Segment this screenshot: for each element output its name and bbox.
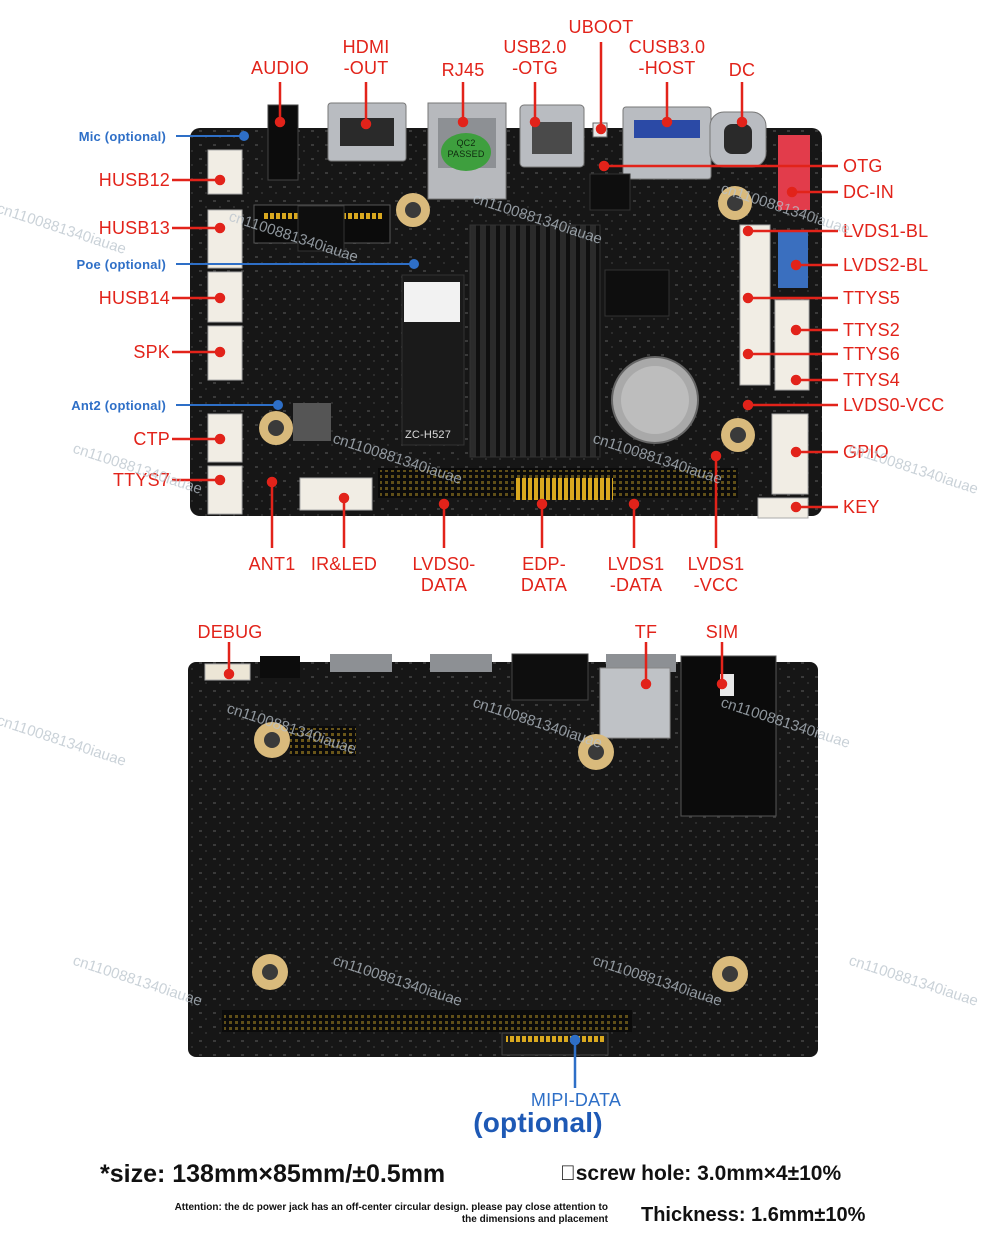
label-lvds1-data: LVDS1 -DATA bbox=[607, 554, 665, 595]
label-edp-data: EDP- DATA bbox=[520, 554, 568, 595]
label-ttys5: TTYS5 bbox=[843, 288, 901, 308]
label-sim: SIM bbox=[705, 622, 739, 642]
label-spk: SPK bbox=[133, 342, 170, 362]
label-husb13: HUSB13 bbox=[98, 218, 170, 238]
label-mipi-data: MIPI-DATA bbox=[530, 1090, 622, 1110]
label-ttys4: TTYS4 bbox=[843, 370, 901, 390]
left-connector-ttys7 bbox=[207, 465, 243, 515]
thickness-note: Thickness: 1.6mm±10% bbox=[641, 1204, 866, 1226]
wifi-chip bbox=[293, 403, 331, 441]
label-lvds1-bl: LVDS1-BL bbox=[843, 221, 929, 241]
leader-lines-blue bbox=[176, 131, 419, 410]
right-connector-ttys bbox=[739, 224, 771, 386]
audio-jack bbox=[267, 104, 299, 181]
label-ttys7: TTYS7 bbox=[112, 470, 170, 490]
lvds2-bl-connector bbox=[778, 232, 808, 288]
left-connector-husb13 bbox=[207, 209, 243, 269]
label-ttys6: TTYS6 bbox=[843, 344, 901, 364]
label-key: KEY bbox=[843, 497, 880, 517]
bottom-board bbox=[188, 653, 818, 1057]
label-husb14: HUSB14 bbox=[98, 288, 170, 308]
gpio-connector bbox=[771, 413, 809, 495]
label-lvds0-data: LVDS0- DATA bbox=[412, 554, 476, 595]
left-connector-husb12 bbox=[207, 149, 243, 195]
label-mic: Mic (optional) bbox=[78, 129, 166, 144]
label-uboot: UBOOT bbox=[568, 17, 634, 37]
label-ant1: ANT1 bbox=[248, 554, 296, 574]
board-model-text: ZC-H527 bbox=[405, 429, 452, 441]
attention-note: Attention: the dc power jack has an off-… bbox=[174, 1202, 608, 1225]
label-ttys2: TTYS2 bbox=[843, 320, 901, 340]
label-cusb30-host: CUSB3.0 -HOST bbox=[628, 37, 706, 78]
label-dc-in: DC-IN bbox=[843, 182, 894, 202]
ir-led-connector bbox=[299, 477, 373, 511]
label-usb20-otg: USB2.0 -OTG bbox=[503, 37, 567, 78]
label-dc: DC bbox=[728, 60, 756, 80]
label-debug: DEBUG bbox=[197, 622, 263, 642]
label-lvds2-bl: LVDS2-BL bbox=[843, 255, 929, 275]
tf-slot bbox=[599, 667, 671, 739]
label-otg: OTG bbox=[843, 156, 883, 176]
leader-lines bbox=[172, 42, 838, 548]
label-tf: TF bbox=[634, 622, 658, 642]
otg-dcin-connector bbox=[778, 135, 810, 210]
label-ctp: CTP bbox=[133, 429, 170, 449]
top-board bbox=[190, 102, 822, 519]
heatsink bbox=[469, 224, 601, 458]
label-hdmi-out: HDMI -OUT bbox=[342, 37, 390, 78]
label-audio: AUDIO bbox=[250, 58, 310, 78]
size-note: *size: 138mm×85mm/±0.5mm bbox=[100, 1160, 446, 1188]
label-gpio: GPIO bbox=[843, 442, 889, 462]
label-ant2: Ant2 (optional) bbox=[71, 398, 166, 413]
label-husb12: HUSB12 bbox=[98, 170, 170, 190]
label-poe: Poe (optional) bbox=[76, 257, 166, 272]
label-lvds0-vcc: LVDS0-VCC bbox=[843, 395, 945, 415]
label-ir-led: IR&LED bbox=[310, 554, 378, 574]
label-rj45: RJ45 bbox=[441, 60, 485, 80]
edp-fpc bbox=[515, 478, 613, 500]
qc-sticker-text: QC2 PASSED bbox=[447, 138, 485, 159]
screw-hole-note:  screw hole: 3.0mm×4±10% bbox=[560, 1162, 842, 1185]
label-optional: (optional) bbox=[473, 1107, 603, 1138]
label-lvds1-vcc: LVDS1 -VCC bbox=[687, 554, 745, 595]
back-leader-lines bbox=[223, 642, 728, 690]
qc-sticker bbox=[441, 133, 491, 171]
